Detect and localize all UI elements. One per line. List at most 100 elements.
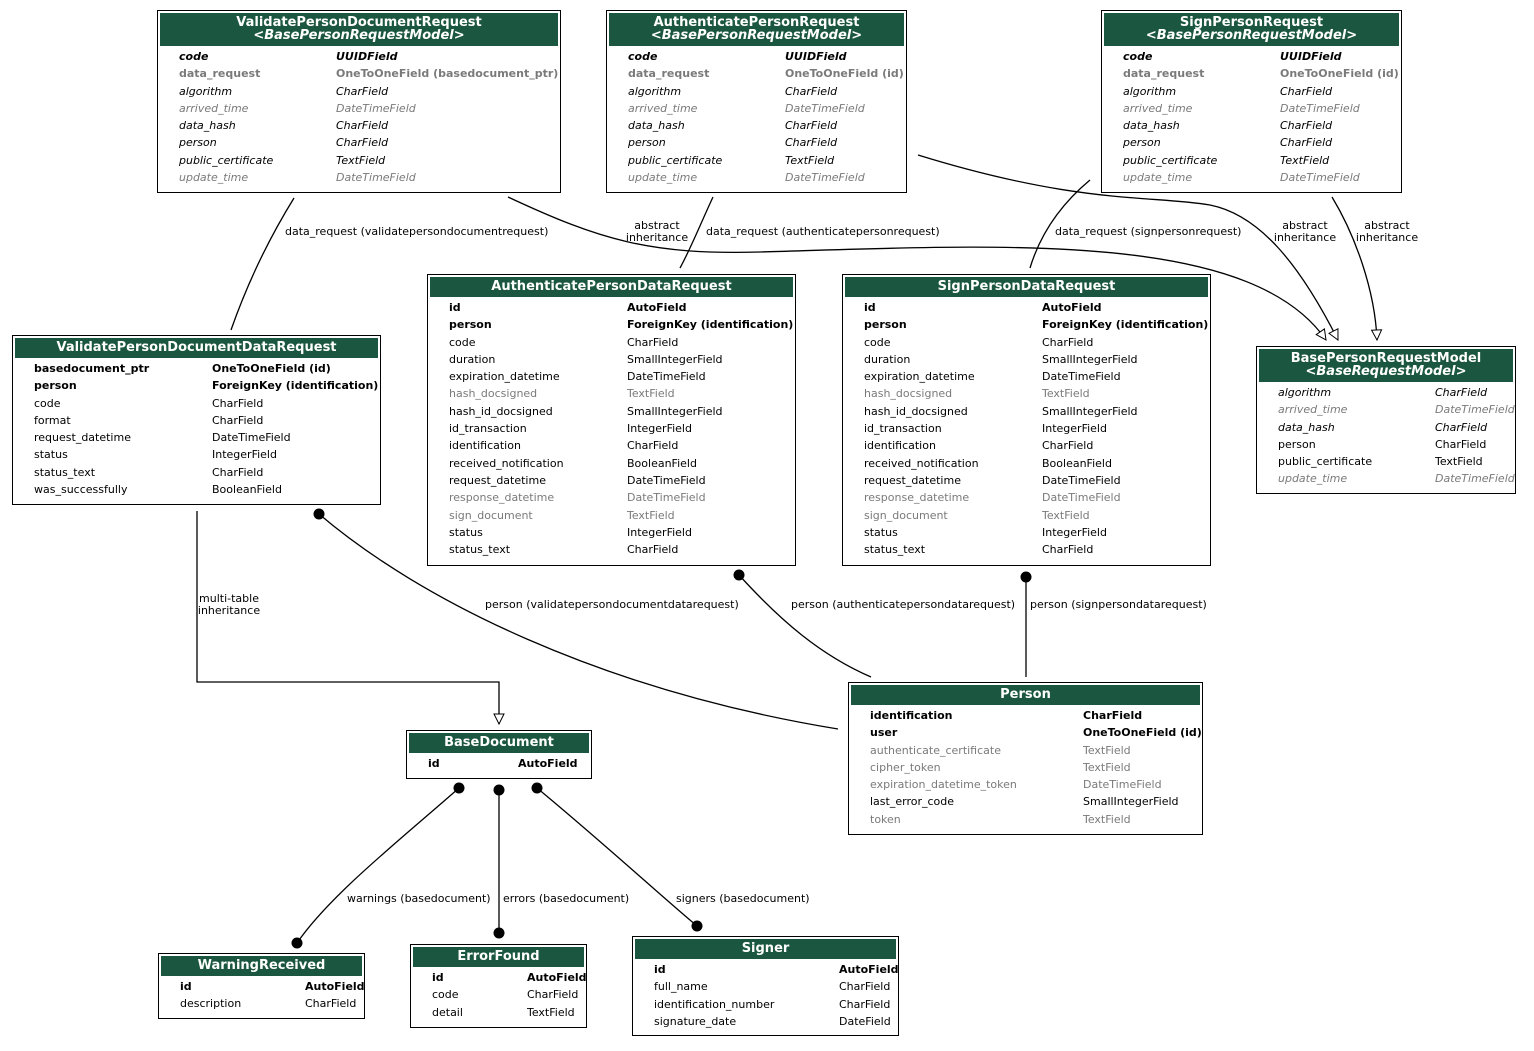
field-type: TextField	[1083, 760, 1131, 774]
edge-label: errors (basedocument)	[503, 892, 630, 905]
field-name: id	[432, 971, 444, 984]
field-type: DateTimeField	[336, 171, 416, 185]
field-name: basedocument_ptr	[34, 362, 150, 375]
edge-label: person (signpersondatarequest)	[1030, 598, 1207, 611]
field-type: IntegerField	[627, 525, 692, 539]
field-name: code	[628, 50, 658, 63]
field-type: BooleanField	[1042, 456, 1112, 470]
field-name: expiration_datetime_token	[870, 778, 1017, 792]
edge-auth-data-request	[679, 196, 714, 269]
field-type: OneToOneField (id)	[785, 67, 904, 81]
field-type: CharField	[1280, 136, 1333, 150]
field-name: request_datetime	[449, 473, 546, 487]
field-name: update_time	[179, 171, 249, 185]
model-sign-person-request[interactable]: SignPersonRequest<BasePersonRequestModel…	[1101, 10, 1402, 193]
field-name: status_text	[449, 543, 511, 557]
field-name: identification	[864, 439, 936, 453]
model-title: Person	[1000, 687, 1051, 702]
edge-label: person (authenticatepersondatarequest)	[791, 598, 1016, 611]
model-authenticate-person-request[interactable]: AuthenticatePersonRequest<BasePersonRequ…	[606, 10, 907, 193]
field-name: identification	[449, 439, 521, 453]
field-type: AutoField	[839, 963, 899, 976]
field-row: id AutoField	[409, 755, 589, 772]
model-subtitle: <BasePersonRequestModel>	[253, 28, 465, 43]
field-type: TextField	[527, 1005, 575, 1019]
field-type: TextField	[1042, 508, 1090, 522]
field-name: status	[34, 448, 68, 462]
model-title: SignPersonDataRequest	[937, 279, 1116, 294]
field-name: signature_date	[654, 1014, 737, 1028]
edge-label: abstract inheritance	[1355, 219, 1419, 244]
field-type: CharField	[785, 84, 838, 98]
field-type: DateTimeField	[1083, 778, 1162, 792]
edge-warnings	[296, 787, 460, 944]
edge-dot	[493, 784, 505, 796]
edge-auth-abstract	[917, 154, 1339, 340]
field-name: id	[428, 757, 440, 770]
field-name: code	[34, 396, 61, 410]
model-title: WarningReceived	[197, 958, 326, 973]
field-name: authenticate_certificate	[870, 743, 1001, 757]
edge-dot	[493, 927, 505, 939]
field-type: CharField	[785, 136, 838, 150]
edge-label: abstract inheritance	[1273, 219, 1337, 244]
edge-person-auth	[738, 574, 872, 678]
field-type: DateField	[839, 1014, 891, 1028]
field-type: DateTimeField	[627, 491, 706, 505]
field-type: DateTimeField	[627, 473, 706, 487]
field-type: AutoField	[305, 980, 365, 993]
field-name: id	[449, 301, 461, 314]
field-name: public_certificate	[1123, 153, 1218, 167]
model-validate-person-document-request[interactable]: ValidatePersonDocumentRequest<BasePerson…	[157, 10, 561, 193]
field-type: BooleanField	[627, 456, 697, 470]
field-name: public_certificate	[179, 153, 274, 167]
field-type: AutoField	[518, 757, 578, 770]
field-type: CharField	[627, 335, 679, 349]
model-title: ErrorFound	[457, 949, 540, 964]
field-type: CharField	[1435, 420, 1488, 434]
field-name: id	[654, 963, 666, 976]
field-type: DateTimeField	[1280, 101, 1360, 115]
field-name: expiration_datetime	[449, 370, 560, 384]
field-type: DateTimeField	[336, 101, 416, 115]
model-base-person-request-model[interactable]: BasePersonRequestModel<BaseRequestModel>…	[1256, 346, 1516, 494]
field-name: data_hash	[1278, 420, 1335, 434]
model-header: SignPersonRequest<BasePersonRequestModel…	[1104, 13, 1399, 46]
